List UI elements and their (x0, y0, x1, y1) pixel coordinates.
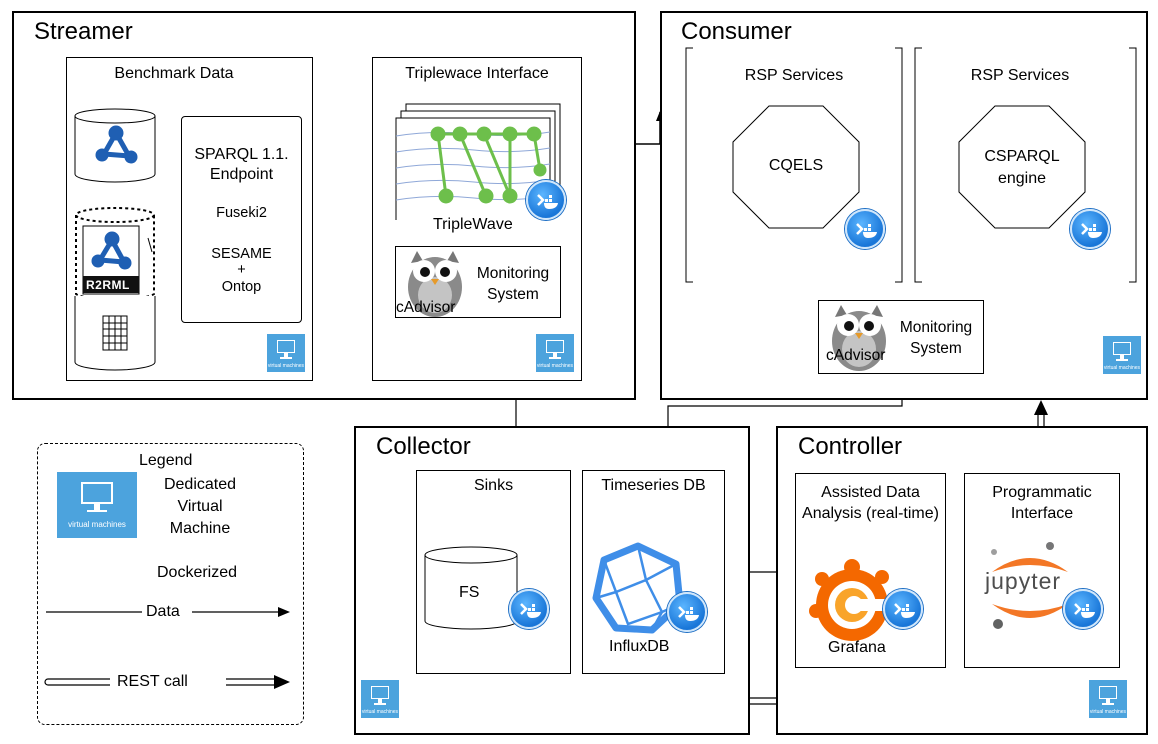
legend-data-label: Data (146, 603, 180, 620)
grafana-logo-icon (809, 559, 889, 641)
r2rml-database-icon (75, 207, 155, 301)
timeseries-label: Timeseries DB (601, 477, 706, 494)
legend-vm-icon: virtual machines (57, 472, 137, 538)
fs-docker-icon (509, 589, 549, 629)
rsp-brackets (685, 47, 1137, 283)
programmatic-box (964, 473, 1120, 668)
plus-label: + (237, 262, 246, 278)
sparql-endpoint-box (181, 116, 302, 323)
influxdb-logo-icon (592, 542, 684, 634)
r2rml-label: R2RML (86, 278, 130, 292)
cqels-docker-icon (845, 209, 885, 249)
consumer-vm-icon: virtual machines (1103, 336, 1141, 374)
csparql-label: CSPARQL engine (984, 148, 1060, 187)
rsp-services-label-1: RSP Services (744, 67, 844, 84)
influxdb-label: InfluxDB (609, 638, 670, 655)
legend-vm-label: Dedicated Virtual Machine (163, 476, 237, 537)
controller-vm-icon: virtual machines (1089, 680, 1127, 718)
grafana-docker-icon (883, 589, 923, 629)
programmatic-label: Programmatic Interface (992, 484, 1092, 522)
assisted-analysis-label: Assisted Data Analysis (real-time) (802, 484, 939, 522)
legend-box (37, 443, 304, 725)
sinks-label: Sinks (473, 477, 514, 494)
rsp-services-label-2: RSP Services (970, 67, 1070, 84)
triplewave-stream-icon (395, 103, 561, 220)
jupyter-logo-icon (991, 542, 1068, 629)
legend-data-arrow (46, 607, 290, 617)
legend-dockerized-label: Dockerized (157, 564, 238, 581)
table-database-icon (74, 296, 156, 371)
triplewave-interface-label: Triplewace Interface (405, 65, 549, 82)
benchmark-data-label: Benchmark Data (114, 65, 234, 82)
csparql-octagon (958, 105, 1086, 229)
rdf-database-icon (74, 108, 156, 183)
triplewave-docker-icon (526, 180, 566, 220)
influxdb-docker-icon (667, 592, 707, 632)
consumer-monitoring-label: Monitoring System (899, 319, 973, 357)
legend-rest-arrow (44, 675, 290, 689)
csparql-docker-icon (1070, 209, 1110, 249)
fs-label: FS (459, 584, 480, 601)
jupyter-docker-icon (1063, 589, 1103, 629)
jupyter-label: jupyter (985, 568, 1062, 594)
sesame-label: SESAME (211, 246, 272, 262)
timeseries-box (582, 470, 725, 674)
collector-title: Collector (376, 433, 471, 460)
streamer-cadvisor-label: cAdvisor (396, 299, 456, 316)
streamer-benchmark-vm-icon: virtual machines (267, 334, 305, 372)
streamer-triplewave-vm-icon: virtual machines (536, 334, 574, 372)
triplewave-label: TripleWave (433, 216, 513, 233)
consumer-title: Consumer (681, 18, 792, 45)
streamer-monitoring-label: Monitoring System (476, 265, 550, 303)
cqels-label: CQELS (768, 157, 824, 174)
controller-title: Controller (798, 433, 903, 460)
legend-rest-label: REST call (117, 673, 188, 690)
legend-title: Legend (139, 452, 193, 469)
fs-cylinder-icon (424, 546, 518, 630)
collector-vm-icon: virtual machines (361, 680, 399, 718)
cadvisor-owl-icon (408, 251, 462, 317)
ontop-label: Ontop (221, 279, 262, 295)
fuseki-label: Fuseki2 (216, 205, 267, 221)
streamer-title: Streamer (34, 18, 133, 45)
sparql-endpoint-label: SPARQL 1.1. Endpoint (194, 146, 289, 183)
cqels-octagon (732, 105, 860, 229)
grafana-label: Grafana (828, 639, 886, 656)
consumer-cadvisor-owl-icon (832, 305, 886, 371)
consumer-cadvisor-label: cAdvisor (826, 347, 886, 364)
